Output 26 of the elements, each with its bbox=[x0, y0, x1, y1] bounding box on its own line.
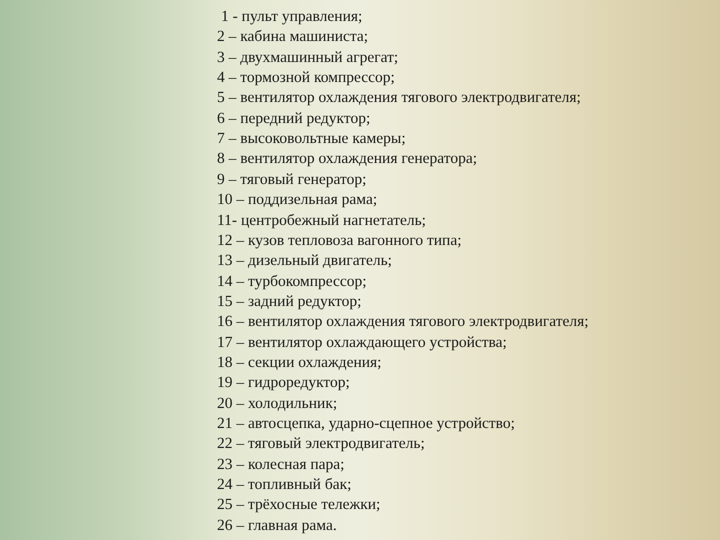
legend-item-text: 20 – холодильник; bbox=[217, 394, 338, 413]
legend-item-text: 26 – главная рама. bbox=[217, 516, 337, 535]
legend-item-text: 3 – двухмашинный агрегат; bbox=[217, 48, 398, 67]
legend-item-text: 10 – поддизельная рама; bbox=[217, 190, 378, 210]
legend-item-text: 14 – турбокомпрессор; bbox=[217, 272, 367, 291]
legend-item-text: 18 – секции охлаждения; bbox=[217, 352, 382, 372]
legend-item-text: 8 – вентилятор охлаждения генератора; bbox=[217, 149, 478, 168]
legend-item-text: 17 – вентилятор охлаждающего устройства; bbox=[217, 332, 507, 352]
legend-item-text: 2 – кабина машиниста; bbox=[217, 27, 368, 46]
legend-item-text: 1 - пульт управления; bbox=[221, 7, 362, 26]
legend-item-text: 13 – дизельный двигатель; bbox=[217, 251, 392, 270]
legend-item-text: 22 – тяговый электродвигатель; bbox=[217, 434, 425, 454]
legend-item-text: 24 – топливный бак; bbox=[217, 475, 352, 494]
legend-item-text: 5 – вентилятор охлаждения тягового электродвигателя; bbox=[217, 88, 581, 108]
legend-item-text: 25 – трёхосные тележки; bbox=[217, 495, 380, 514]
legend-item-text: 9 – тяговый генератор; bbox=[217, 170, 366, 189]
legend-item-text: 19 – гидроредуктор; bbox=[217, 373, 350, 392]
legend-item-text: 6 – передний редуктор; bbox=[217, 108, 370, 128]
legend-item-text: 23 – колесная пара; bbox=[217, 454, 344, 474]
legend-item-text: 15 – задний редуктор; bbox=[217, 292, 362, 311]
legend-item-text: 4 – тормозной компрессор; bbox=[217, 68, 395, 88]
legend-item-text: 12 – кузов тепловоза вагонного типа; bbox=[217, 230, 462, 250]
legend-item-text: 16 – вентилятор охлаждения тягового электродвигателя; bbox=[217, 312, 589, 332]
legend-item-text: 21 – автосцепка, ударно-сцепное устройство; bbox=[217, 414, 515, 433]
legend-item-text: 7 – высоковольтные камеры; bbox=[217, 129, 406, 148]
legend-item-text: 11- центробежный нагнетатель; bbox=[217, 210, 426, 230]
